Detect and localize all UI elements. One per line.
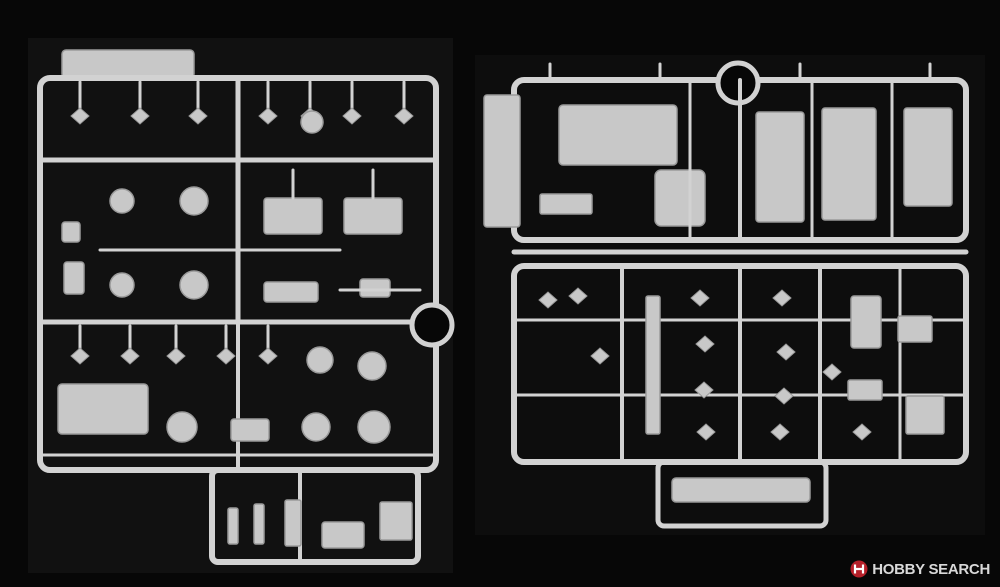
sprue-tag-ring [409, 302, 455, 348]
plastic-part [558, 104, 678, 166]
plastic-part [897, 315, 933, 343]
plastic-part [379, 501, 413, 541]
plastic-part [645, 295, 661, 435]
plastic-part [903, 107, 953, 207]
small-part [590, 347, 610, 365]
small-part [696, 423, 716, 441]
round-part [357, 351, 387, 381]
plastic-part [263, 197, 323, 235]
plastic-part [755, 111, 805, 223]
round-part [301, 412, 331, 442]
plastic-part [359, 278, 391, 298]
small-part [258, 107, 278, 125]
plastic-part [230, 418, 270, 442]
small-part [258, 347, 278, 365]
hobbysearch-logo-icon [850, 560, 868, 578]
small-part [822, 363, 842, 381]
plastic-part [227, 507, 239, 545]
round-part [300, 110, 324, 134]
plastic-part [483, 94, 521, 228]
small-part [70, 347, 90, 365]
small-part [538, 291, 558, 309]
small-part [774, 387, 794, 405]
round-part [179, 270, 209, 300]
small-part [690, 289, 710, 307]
plastic-part [284, 499, 302, 547]
round-part [306, 346, 334, 374]
plastic-part [821, 107, 877, 221]
sprue-extension-frame [209, 467, 421, 565]
small-part [694, 381, 714, 399]
small-part [568, 287, 588, 305]
small-part [772, 289, 792, 307]
plastic-part [57, 383, 149, 435]
small-part [166, 347, 186, 365]
small-part [342, 107, 362, 125]
small-part [130, 107, 150, 125]
round-part [109, 272, 135, 298]
round-part [166, 411, 198, 443]
small-part [188, 107, 208, 125]
small-part [770, 423, 790, 441]
plastic-part [63, 261, 85, 295]
small-part [216, 347, 236, 365]
round-part [357, 410, 391, 444]
plastic-part [263, 281, 319, 303]
small-part [776, 343, 796, 361]
plastic-part [654, 169, 706, 227]
small-part [852, 423, 872, 441]
small-part [695, 335, 715, 353]
plastic-part [847, 379, 883, 401]
small-part [394, 107, 414, 125]
watermark: HOBBY SEARCH [850, 559, 990, 579]
plastic-part [671, 477, 811, 503]
round-part [109, 188, 135, 214]
small-part [120, 347, 140, 365]
plastic-part [539, 193, 593, 215]
sprue-extension-frame [655, 459, 829, 529]
left-sprue-frame [37, 49, 455, 565]
plastic-part [61, 221, 81, 243]
plastic-part [905, 395, 945, 435]
small-part [70, 107, 90, 125]
round-part [179, 186, 209, 216]
watermark-text: HOBBY SEARCH [872, 560, 990, 578]
plastic-part [253, 503, 265, 545]
plastic-part [343, 197, 403, 235]
plastic-part [321, 521, 365, 549]
plastic-part [61, 49, 195, 79]
right-sprue-frame [483, 60, 969, 529]
plastic-part [850, 295, 882, 349]
